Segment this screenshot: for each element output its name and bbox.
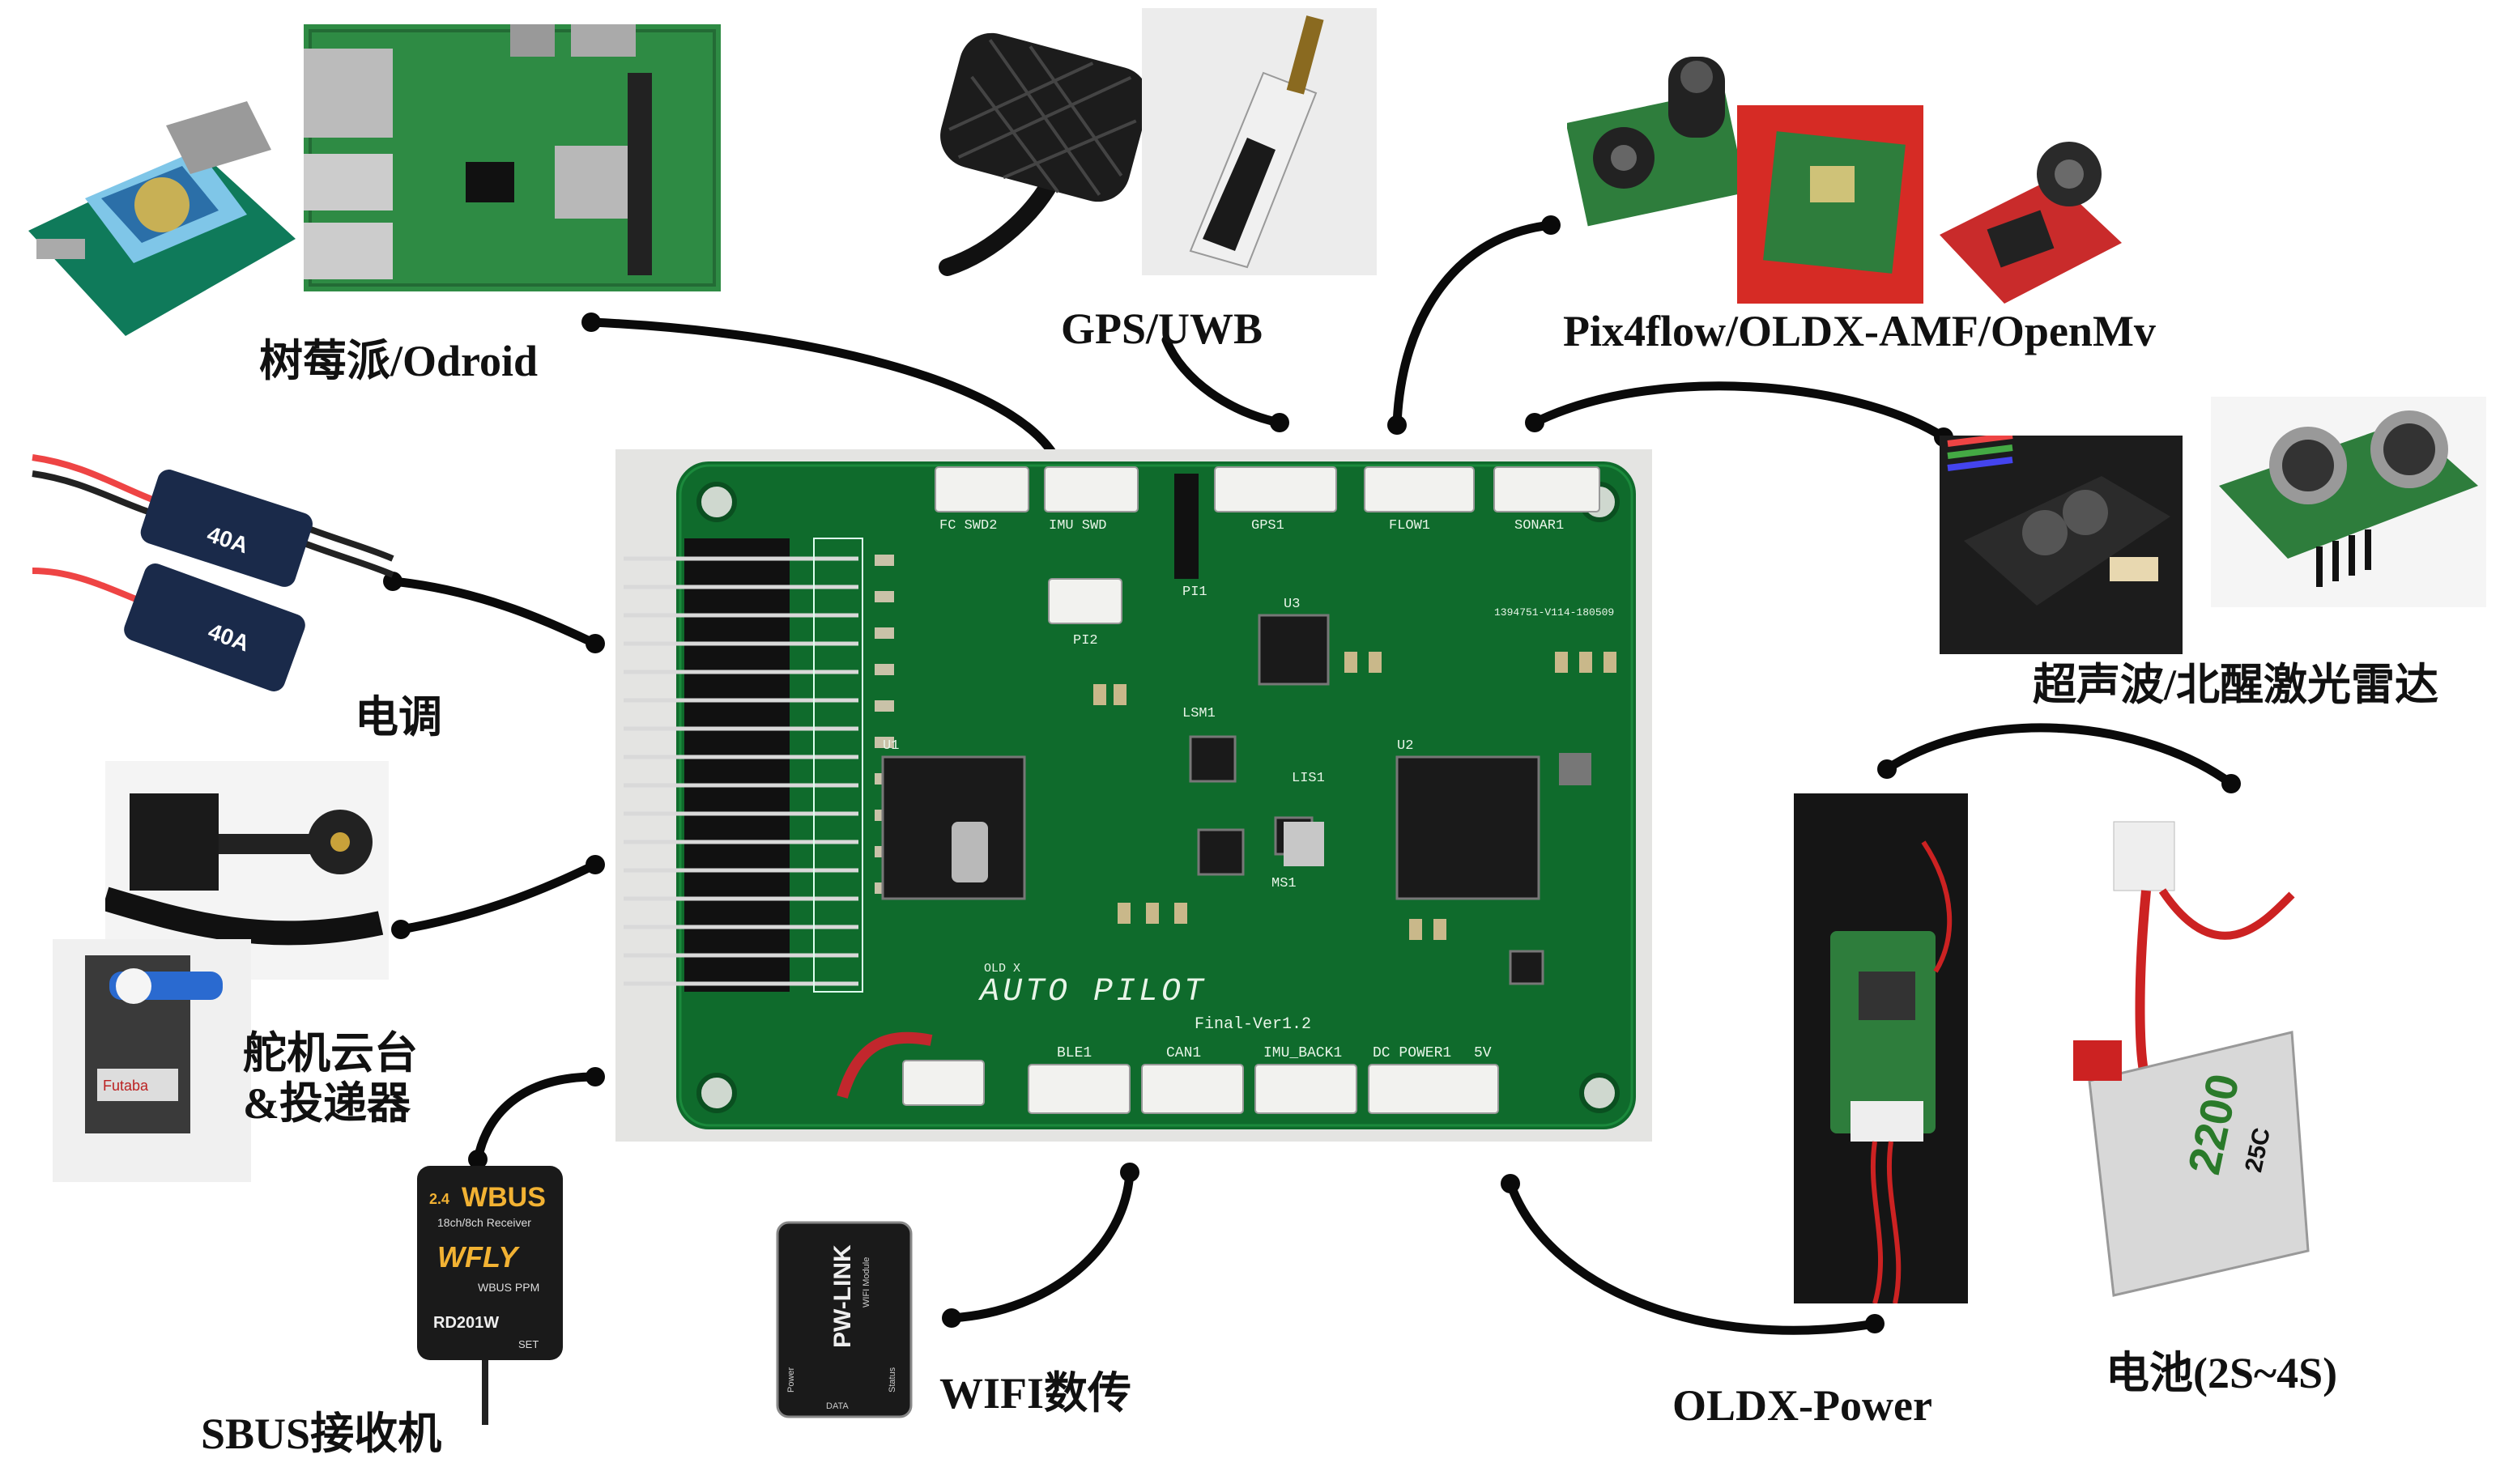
port-label: FLOW1	[1389, 518, 1430, 534]
label-esc: 电调	[355, 693, 442, 742]
servo-brand: Futaba	[103, 1078, 149, 1094]
port-label: SONAR1	[1514, 518, 1564, 534]
wifi-module-image: PW-LINK WIFI Module Power Status DATA	[776, 1221, 913, 1418]
chip-label: LSM1	[1182, 706, 1216, 721]
chip-label: U3	[1284, 597, 1300, 612]
wire-gimbal	[396, 860, 600, 934]
wifi-status: Status	[888, 1367, 897, 1393]
label-wifi: WIFI数传	[939, 1369, 1132, 1418]
wire-dot	[2221, 774, 2241, 793]
battery-image: 2200 25C	[2057, 814, 2316, 1308]
receiver-modes: WBUS PPM	[478, 1281, 539, 1294]
logo-small: OLD X	[984, 962, 1020, 976]
label-gimbal: 舵机云台 &投递器	[243, 1028, 418, 1129]
wire-battery	[1882, 723, 2236, 789]
pi-label: PI2	[1073, 633, 1098, 648]
label-gimbal-line1: 舵机云台	[243, 1029, 418, 1078]
wire-dot	[581, 313, 601, 332]
port-label: BLE1	[1057, 1045, 1092, 1061]
ultrasonic-sensor-image	[2211, 397, 2486, 607]
raspberry-pi-image	[304, 24, 721, 291]
odroid-board-image	[28, 101, 296, 336]
lidar-image	[1940, 436, 2183, 654]
wire-wifi	[947, 1167, 1135, 1323]
receiver-logo: WFLY	[437, 1240, 520, 1274]
openmv-image	[1923, 130, 2130, 312]
wire-gps	[1161, 335, 1284, 427]
label-ranger: 超声波/北醒激光雷达	[2033, 661, 2439, 709]
gps-module-image	[939, 32, 1149, 276]
receiver-model: RD201W	[433, 1314, 499, 1332]
oldx-power-image	[1794, 793, 1968, 1303]
wire-dot	[391, 920, 411, 939]
port-label: IMU_BACK1	[1263, 1045, 1342, 1061]
chip-label: MS1	[1271, 876, 1297, 891]
oldx-amf-image	[1737, 105, 1923, 304]
board-version: Final-Ver1.2	[1195, 1015, 1311, 1034]
label-battery: 电池(2S~4S)	[2106, 1349, 2338, 1397]
wire-flow	[1392, 220, 1556, 430]
label-sbc: 树莓派/Odroid	[259, 337, 539, 385]
chip-label: U2	[1397, 738, 1413, 754]
label-gps: GPS/UWB	[1061, 304, 1263, 353]
port-label: FC SWD2	[939, 518, 997, 534]
board-logo: AUTO PILOT	[977, 974, 1207, 1010]
serial-number: 1394751-V114-180509	[1494, 606, 1614, 619]
servo-image: Futaba	[53, 939, 251, 1182]
label-sbus: SBUS接收机	[201, 1410, 442, 1458]
wire-dot	[586, 1067, 605, 1086]
flight-controller-board: FC SWD2 IMU SWD GPS1 FLOW1 SONAR1 PI1 PI…	[615, 449, 1652, 1142]
receiver-freq: 2.4	[429, 1191, 449, 1207]
receiver-sub: 18ch/8ch Receiver	[437, 1216, 531, 1229]
wire-sbus	[473, 1072, 600, 1164]
wire-dot	[1387, 415, 1407, 435]
wire-dot	[1501, 1174, 1520, 1193]
wifi-data: DATA	[826, 1401, 849, 1411]
wire-dot	[468, 1150, 488, 1169]
wifi-brand: PW-LINK	[829, 1244, 856, 1348]
wire-dot	[1525, 413, 1544, 432]
chip-label: U1	[883, 738, 899, 754]
port-label: GPS1	[1251, 518, 1284, 534]
wifi-sub: WIFI Module	[862, 1257, 871, 1308]
wire-dot	[1877, 759, 1897, 779]
wire-ranger	[1530, 381, 1948, 442]
label-power: OLDX-Power	[1672, 1381, 1932, 1430]
port-label: 5V	[1474, 1045, 1492, 1061]
label-flow: Pix4flow/OLDX-AMF/OpenMv	[1563, 307, 2156, 355]
uwb-module-image	[1142, 8, 1377, 275]
port-label: CAN1	[1166, 1045, 1201, 1061]
wifi-power: Power	[786, 1367, 796, 1393]
wire-power	[1506, 1179, 1880, 1335]
wire-esc	[388, 576, 600, 648]
receiver-brand: WBUS	[462, 1182, 546, 1213]
esc-image: 40A 40A	[32, 454, 394, 691]
pi-label: PI1	[1182, 585, 1207, 600]
label-gimbal-line2: &投递器	[243, 1079, 411, 1129]
wire-dot	[1865, 1314, 1885, 1333]
chip-label: LIS1	[1292, 771, 1325, 786]
wire-dot	[1541, 215, 1561, 235]
px4flow-image	[1567, 57, 1747, 227]
wire-dot	[586, 855, 605, 874]
port-label: IMU SWD	[1049, 518, 1106, 534]
wire-dot	[586, 634, 605, 653]
wire-dot	[383, 572, 402, 591]
port-label: DC POWER1	[1373, 1045, 1451, 1061]
receiver-set: SET	[518, 1338, 539, 1350]
sbus-receiver-image: 2.4 WBUS 18ch/8ch Receiver WFLY WBUS PPM…	[417, 1166, 563, 1425]
wire-dot	[942, 1308, 961, 1328]
wire-dot	[1120, 1163, 1139, 1182]
wire-dot	[1270, 413, 1289, 432]
